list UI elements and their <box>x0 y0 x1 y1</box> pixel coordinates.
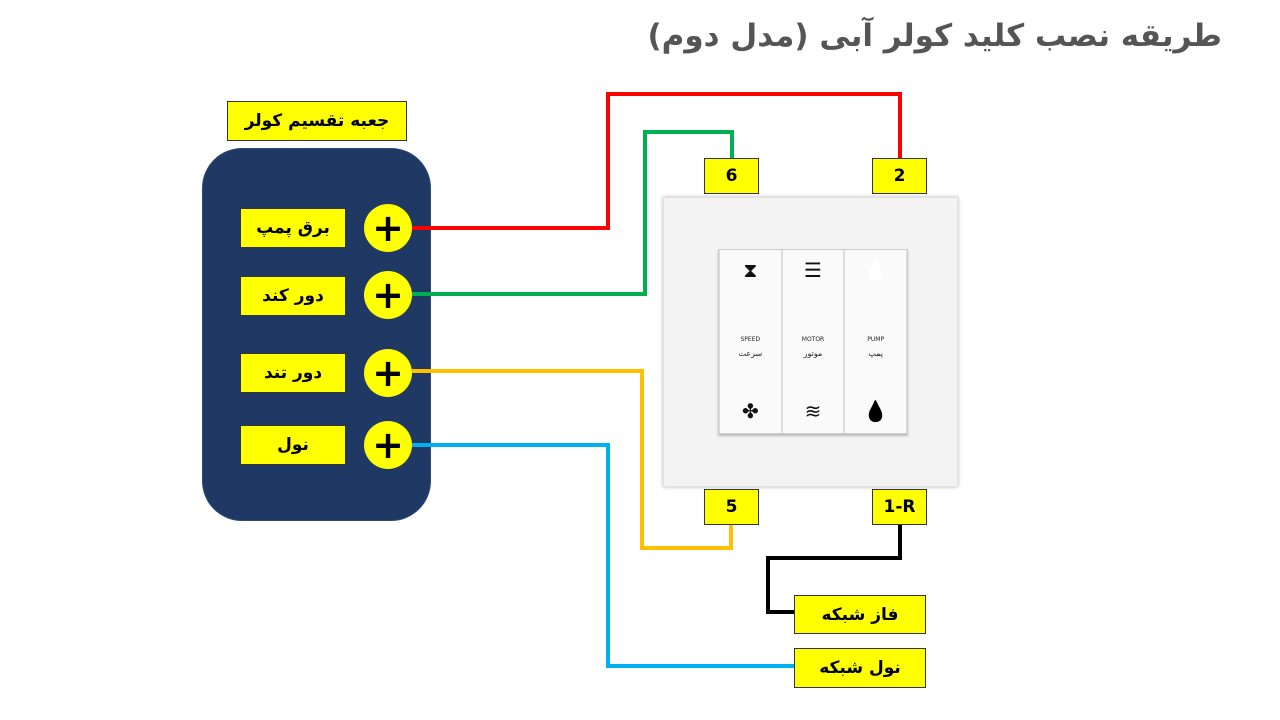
phase-wire <box>766 524 902 614</box>
key-label-en: PUMP <box>867 335 885 343</box>
pin-1r-label: 1-R <box>872 489 927 525</box>
drop-outline-icon: 💧 <box>863 258 889 282</box>
fast-speed-wire <box>412 369 733 550</box>
key-label-en: MOTOR <box>801 335 825 343</box>
pump-wire <box>412 92 902 230</box>
terminal-label-neutral: نول <box>240 425 346 465</box>
mains-phase-label: فاز شبکه <box>794 595 926 634</box>
terminal-label-slow: دور کند <box>240 276 346 316</box>
distribution-box-label: جعبه تقسیم کولر <box>227 101 407 141</box>
pump-key[interactable]: 💧 PUMP پمپ 💧 <box>845 250 907 433</box>
menu-lines-icon: ☰ <box>804 258 822 282</box>
pin-2-label: 2 <box>872 158 927 194</box>
key-label-fa: پمپ <box>868 348 884 358</box>
plus-terminal-icon: + <box>364 421 412 469</box>
mains-neutral-label: نول شبکه <box>794 648 926 688</box>
plus-terminal-icon: + <box>364 204 412 252</box>
fan-icon: ✤ <box>741 399 759 423</box>
slow-speed-wire <box>412 130 734 296</box>
plus-terminal-icon: + <box>364 271 412 319</box>
neutral-wire <box>412 443 794 668</box>
page-title: طریقه نصب کلید کولر آبی (مدل دوم) <box>647 18 1222 54</box>
waves-icon: ≋ <box>804 399 822 423</box>
key-label-fa: سرعت <box>738 348 763 358</box>
plus-terminal-icon: + <box>364 349 412 397</box>
switch-keys: ⧗ SPEED سرعت ✤ ☰ MOTOR موتور ≋ 💧 PUMP پمپ 💧 <box>718 249 908 434</box>
drop-filled-icon: 💧 <box>863 399 889 423</box>
motor-key[interactable]: ☰ MOTOR موتور ≋ <box>782 250 844 433</box>
key-label-fa: موتور <box>803 348 823 358</box>
key-label-en: SPEED <box>740 335 761 343</box>
pin-6-label: 6 <box>704 158 759 194</box>
pin-5-label: 5 <box>704 489 759 525</box>
hourglass-icon: ⧗ <box>743 258 758 282</box>
terminal-label-fast: دور تند <box>240 353 346 393</box>
terminal-label-pump: برق پمپ <box>240 208 346 248</box>
speed-key[interactable]: ⧗ SPEED سرعت ✤ <box>720 250 781 433</box>
